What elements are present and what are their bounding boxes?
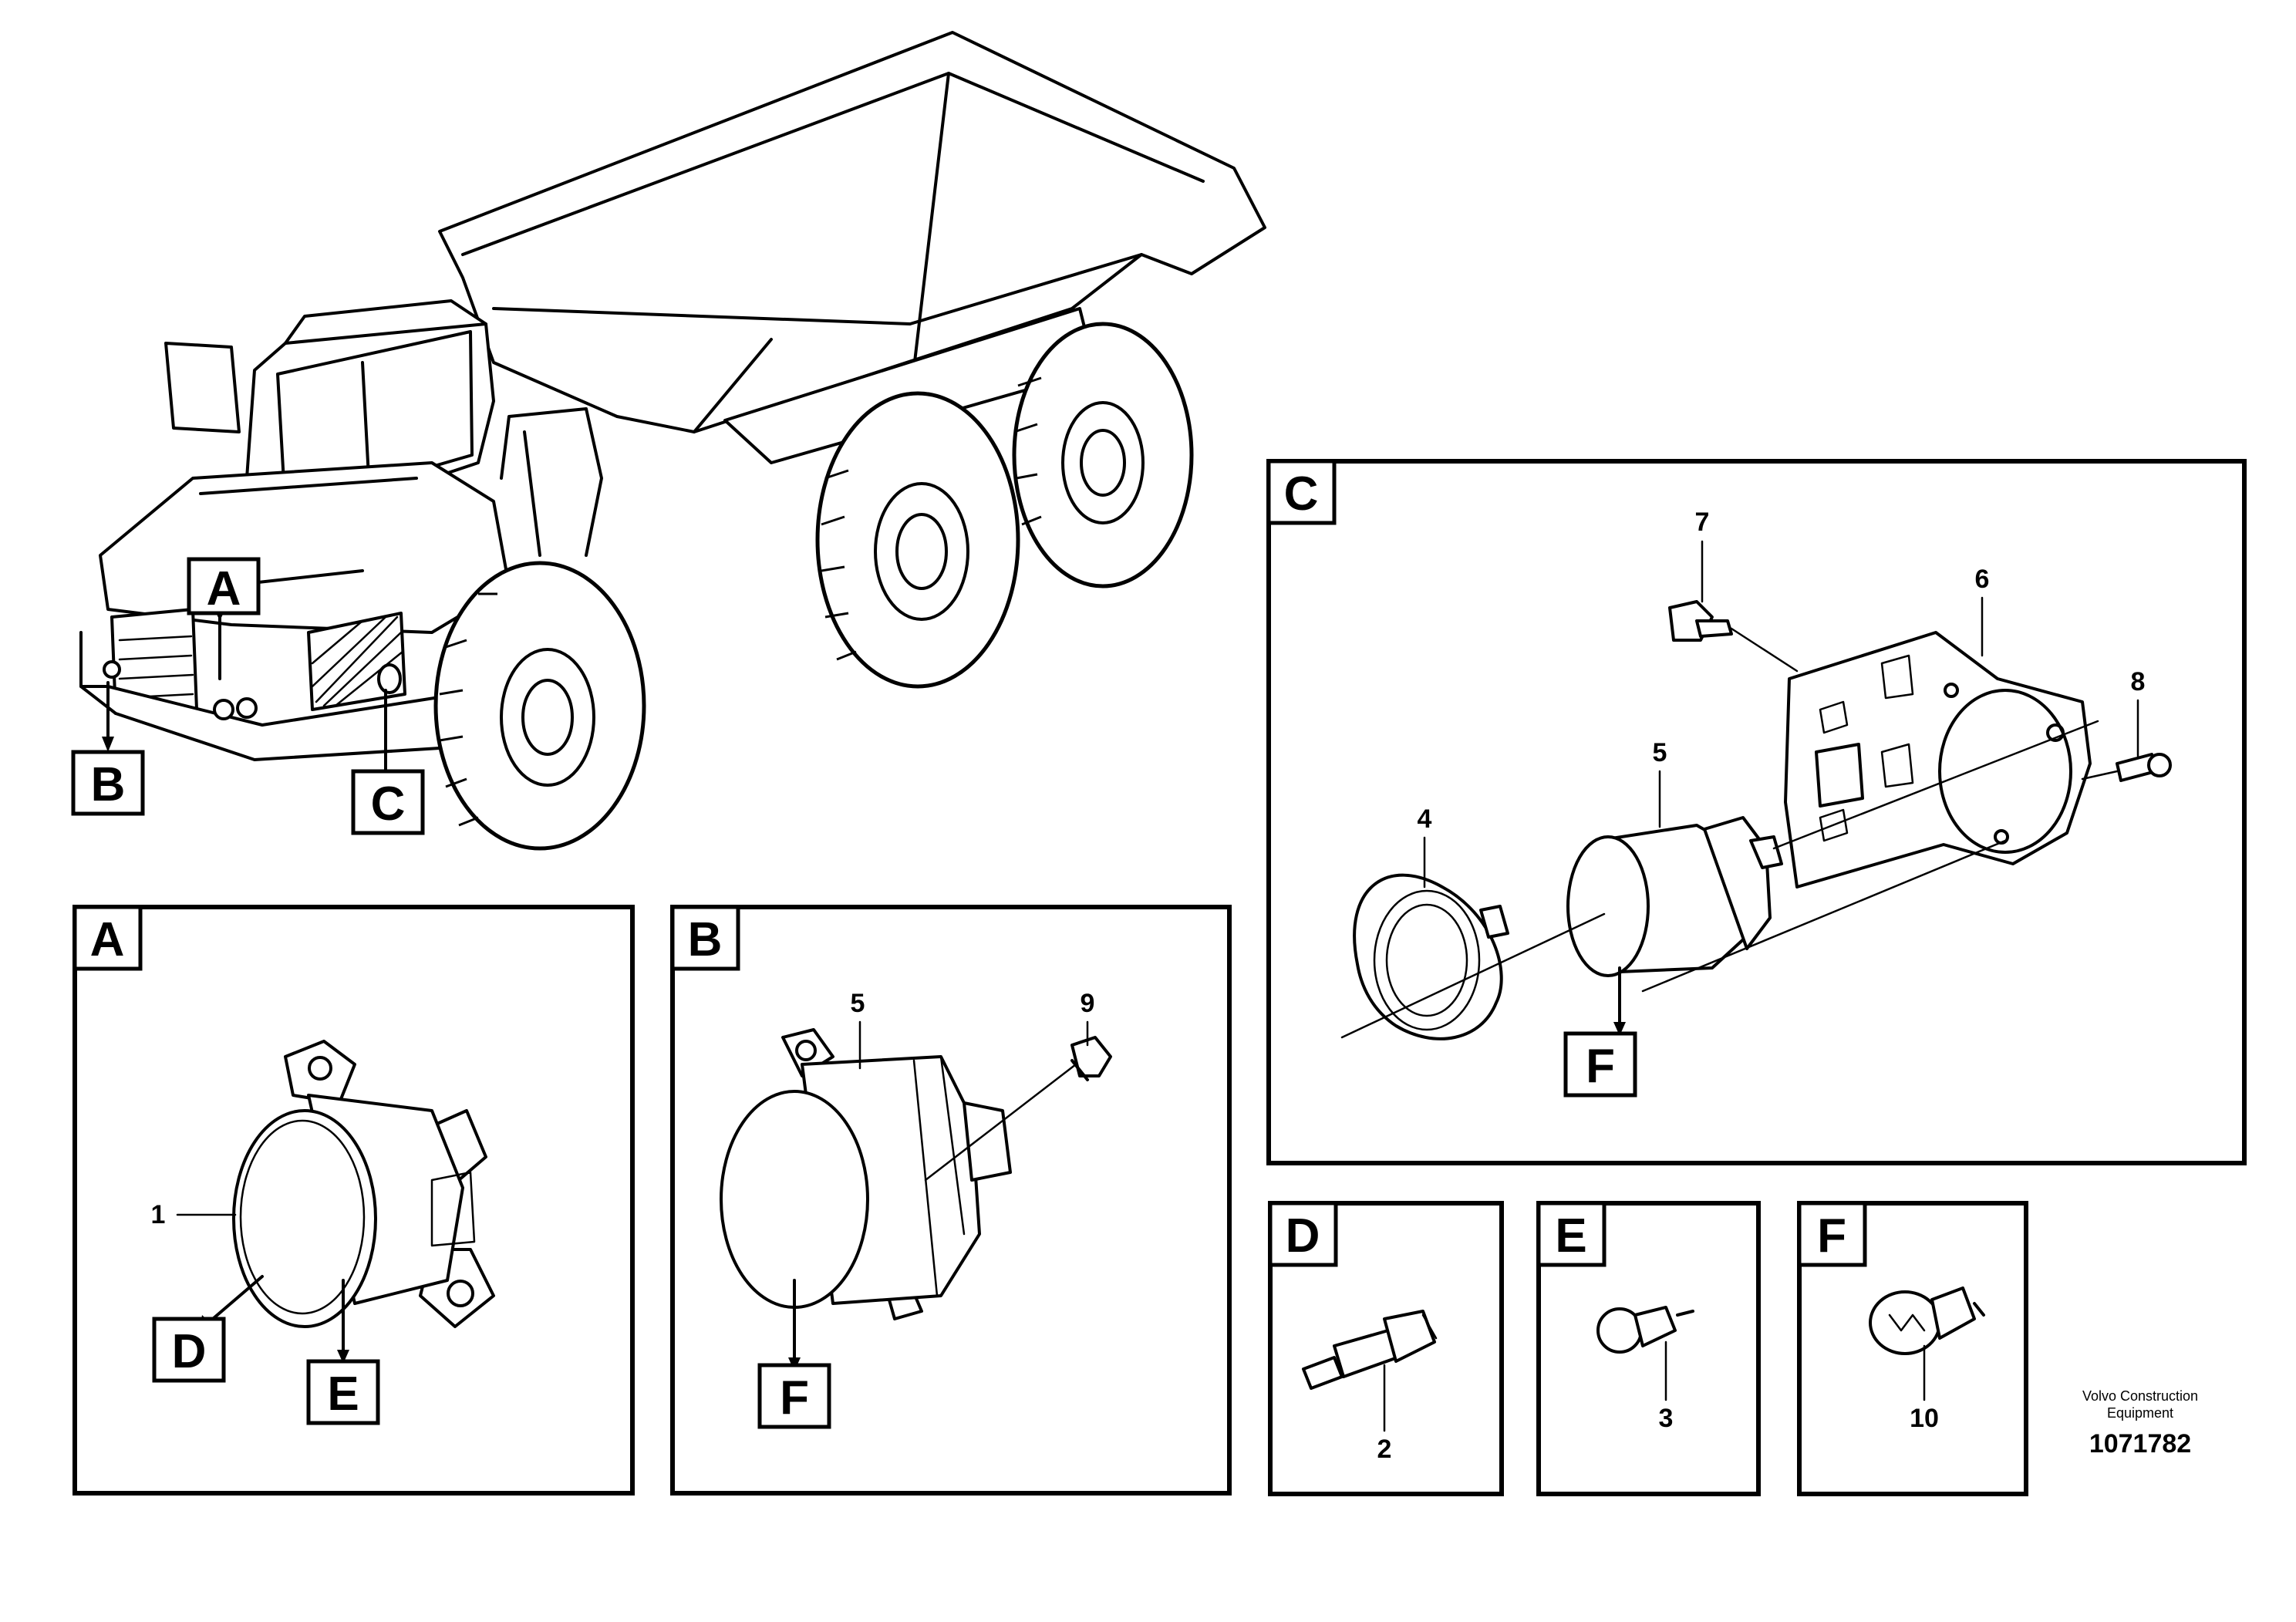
part-number-3: 3 — [1659, 1404, 1674, 1433]
svg-text:F: F — [780, 1371, 809, 1425]
part-number-8: 8 — [2131, 667, 2146, 696]
lamp-illustration-B — [720, 1028, 1112, 1320]
panel-D: D 2 — [1268, 1201, 1504, 1496]
part-number-6: 6 — [1975, 565, 1990, 594]
part-number-9: 9 — [1081, 989, 1095, 1018]
part-number-7: 7 — [1695, 508, 1710, 537]
svg-text:C: C — [1284, 467, 1319, 521]
panel-C: C — [1266, 459, 2247, 1165]
bulb-ref-E: E — [306, 1359, 380, 1425]
drawing-footer: Volvo Construction Equipment 1071782 — [2082, 1388, 2198, 1458]
panel-E: E 3 — [1536, 1201, 1761, 1496]
part-number-2: 2 — [1377, 1435, 1392, 1464]
truck-callout-B: B — [71, 750, 145, 816]
bulb-ref-D: D — [152, 1317, 226, 1383]
indicator-bulb-icon — [1869, 1286, 1985, 1355]
small-bulb-icon — [1596, 1306, 1694, 1354]
part-number-5: 5 — [851, 989, 865, 1018]
panel-B: B 5 9 F — [670, 905, 1232, 1496]
lamp-assembly-C — [1340, 600, 2172, 1040]
articulated-hauler-illustration — [79, 31, 1266, 851]
panel-F: F 10 — [1797, 1201, 2028, 1496]
svg-text:E: E — [1555, 1209, 1586, 1263]
drawing-number: 1071782 — [2089, 1429, 2191, 1458]
halogen-bulb-icon — [1302, 1310, 1438, 1390]
svg-text:D: D — [1286, 1209, 1320, 1263]
svg-text:B: B — [688, 913, 723, 966]
brand-line-2: Equipment — [2107, 1405, 2173, 1421]
panel-A: A 1 D E — [72, 905, 635, 1496]
part-number-1: 1 — [151, 1200, 166, 1229]
svg-text:F: F — [1586, 1040, 1615, 1093]
svg-text:A: A — [90, 913, 125, 966]
part-number-4: 4 — [1418, 804, 1432, 834]
svg-text:E: E — [327, 1367, 359, 1421]
part-number-10: 10 — [1910, 1404, 1939, 1433]
svg-text:D: D — [172, 1325, 207, 1378]
bulb-ref-F-C: F — [1563, 1031, 1637, 1098]
svg-text:F: F — [1817, 1209, 1846, 1263]
truck-callout-A: A — [187, 557, 261, 615]
svg-text:A: A — [207, 562, 241, 615]
svg-text:C: C — [371, 777, 406, 831]
part-number-5-C: 5 — [1653, 738, 1667, 767]
truck-callout-C: C — [351, 769, 425, 835]
brand-line-1: Volvo Construction — [2082, 1388, 2198, 1404]
lamp-illustration-A — [232, 1040, 495, 1328]
svg-text:B: B — [91, 758, 126, 811]
bulb-ref-F-B: F — [757, 1363, 831, 1429]
